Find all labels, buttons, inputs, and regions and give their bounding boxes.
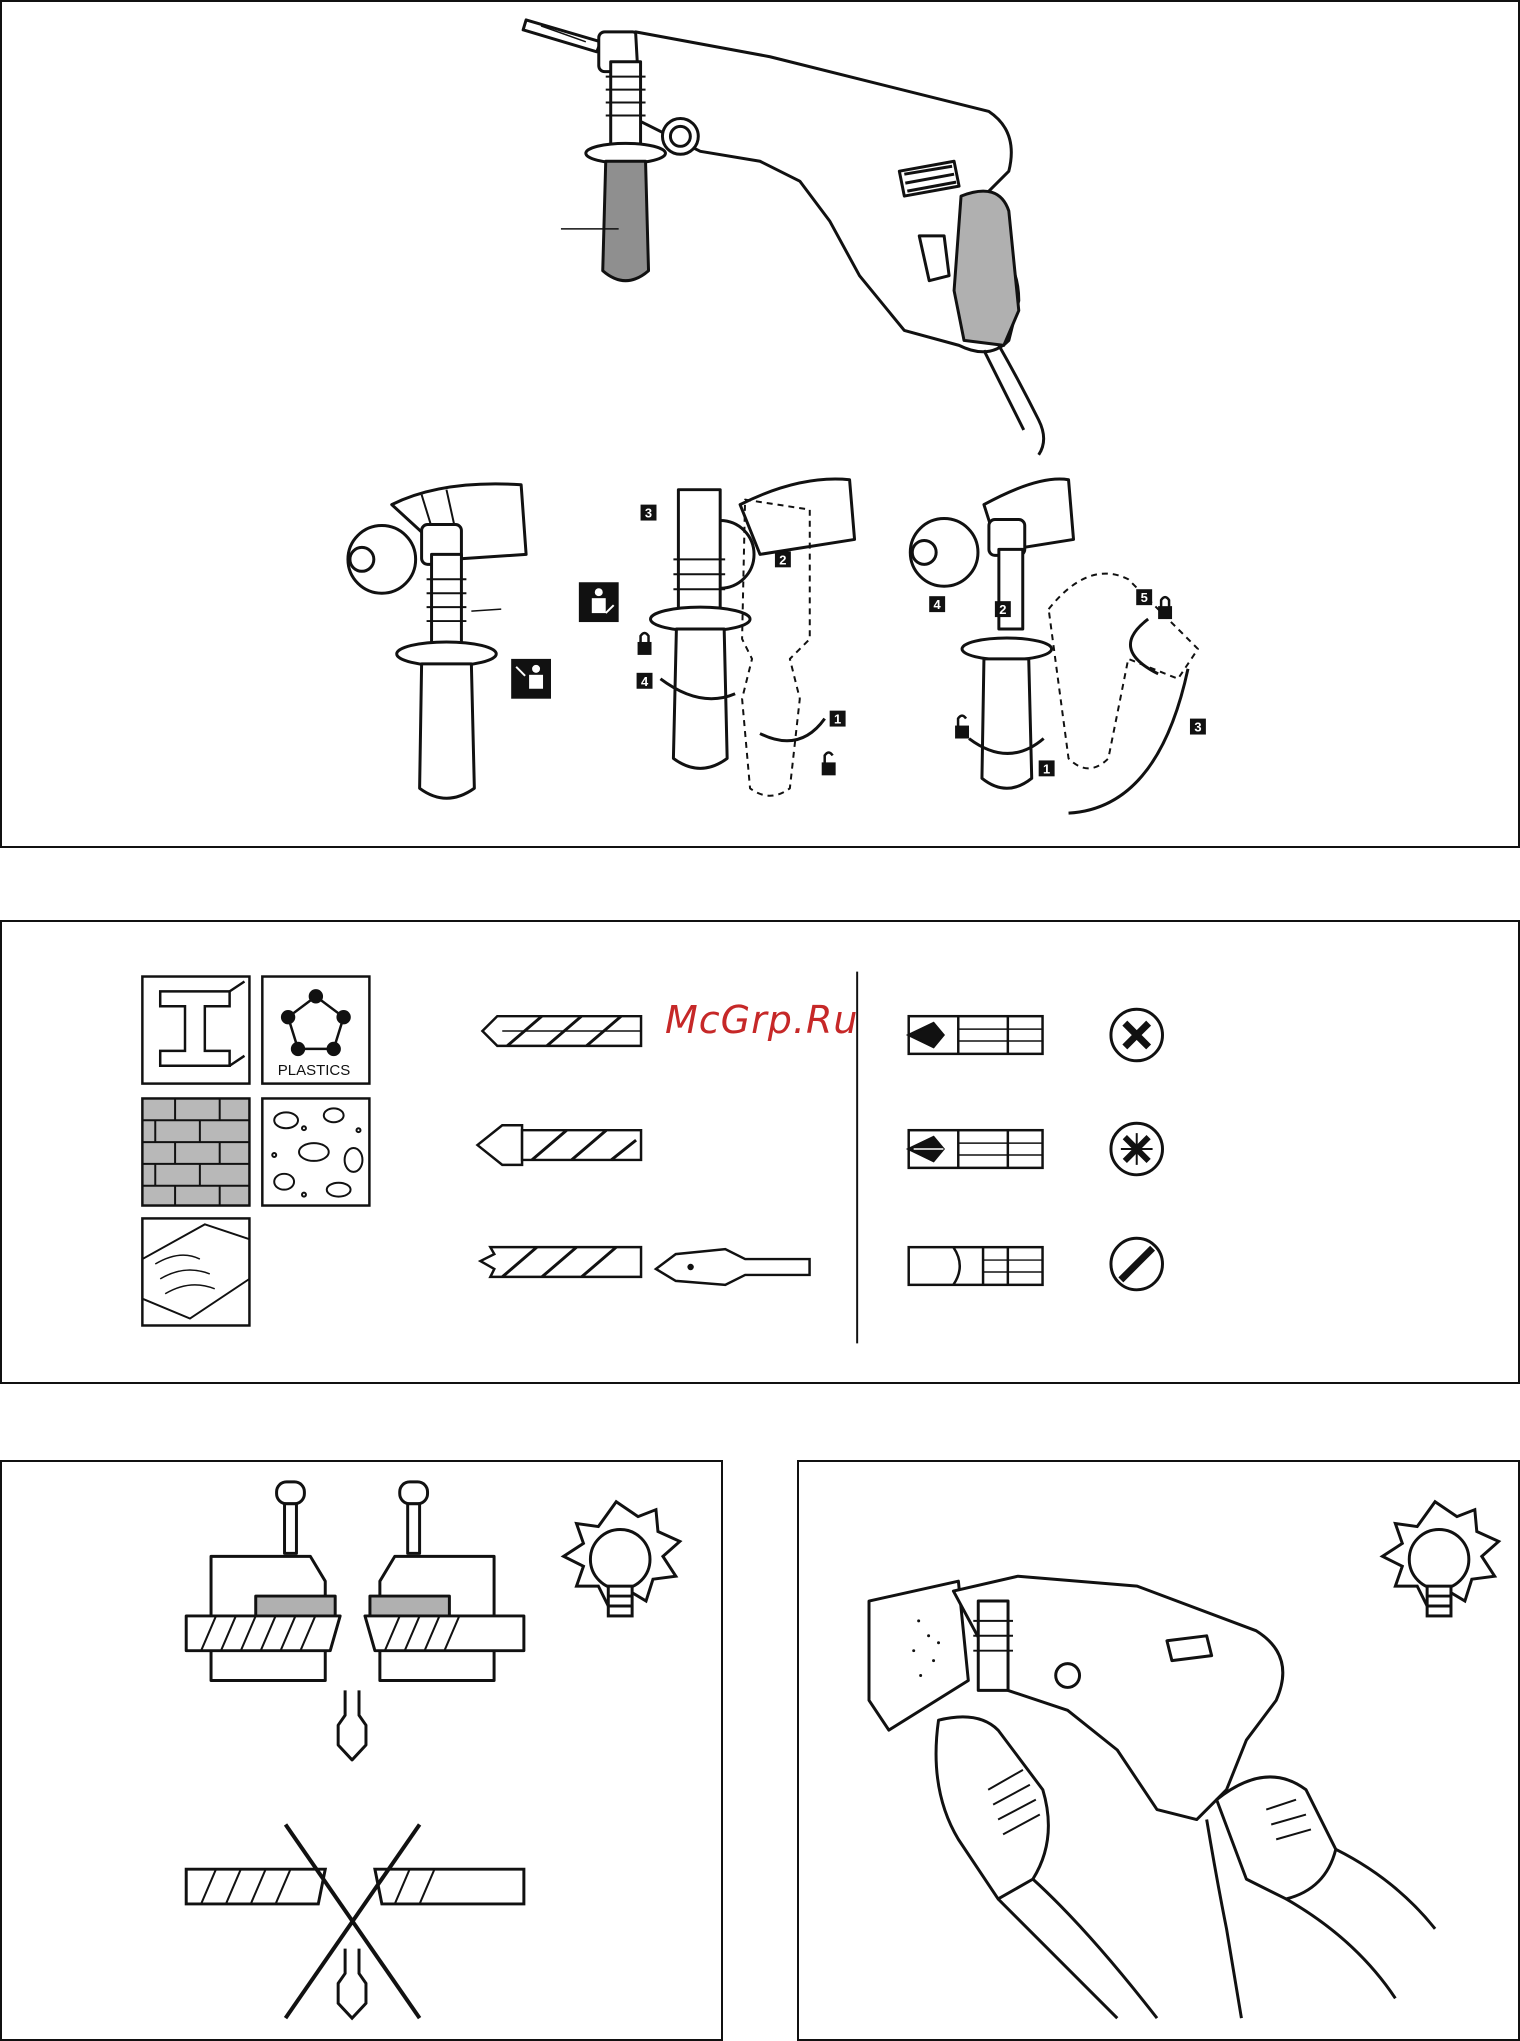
phillips-bit xyxy=(909,1016,1043,1054)
pozidriv-screw-icon xyxy=(1111,1123,1163,1175)
side-handle-figure-1 xyxy=(348,484,526,798)
materials-bits-illustration xyxy=(2,922,1518,1382)
unlock-icon xyxy=(822,752,836,775)
svg-text:4: 4 xyxy=(934,597,942,612)
drilling-illustration xyxy=(799,1462,1518,2039)
wood-drill-bit xyxy=(480,1247,641,1277)
person-icon xyxy=(579,582,619,622)
lock-icon xyxy=(638,633,652,655)
clamped-board-wrong xyxy=(186,1824,524,2018)
metal-drill-bit xyxy=(482,1016,641,1046)
svg-text:2: 2 xyxy=(999,602,1006,617)
unlock-icon xyxy=(955,716,969,739)
svg-text:1: 1 xyxy=(834,712,841,727)
concrete-material-icon xyxy=(262,1098,369,1205)
brick-material-icon xyxy=(142,1098,249,1205)
person-icon xyxy=(511,659,551,699)
svg-text:2: 2 xyxy=(779,552,786,567)
watermark: McGrp.Ru xyxy=(665,998,858,1042)
slotted-bit xyxy=(909,1247,1043,1285)
drill-illustration: 3 2 4 1 4 2 5 xyxy=(2,2,1518,846)
drilling-scene xyxy=(869,1576,1435,2018)
panel-clamping xyxy=(0,1460,723,2041)
svg-text:1: 1 xyxy=(1043,761,1050,776)
lock-icon xyxy=(1158,597,1172,619)
lightbulb-icon xyxy=(564,1502,680,1616)
steel-material-icon xyxy=(142,977,249,1084)
hammer-drill-drawing xyxy=(523,20,1044,455)
svg-text:3: 3 xyxy=(1194,720,1201,735)
panel-drill-overview: 3 2 4 1 4 2 5 xyxy=(0,0,1520,848)
svg-text:5: 5 xyxy=(1141,590,1148,605)
svg-text:4: 4 xyxy=(641,674,649,689)
wood-material-icon xyxy=(142,1218,249,1325)
svg-text:3: 3 xyxy=(645,506,652,521)
masonry-drill-bit xyxy=(477,1125,641,1165)
plastics-label: PLASTICS xyxy=(260,1062,368,1079)
slotted-screw-icon xyxy=(1111,1238,1163,1290)
spade-drill-bit xyxy=(656,1249,810,1285)
lightbulb-icon xyxy=(1382,1502,1498,1616)
phillips-screw-icon xyxy=(1111,1009,1163,1061)
clamped-board-correct xyxy=(186,1482,524,1760)
panel-materials-bits xyxy=(0,920,1520,1384)
side-handle-figure-2 xyxy=(651,479,855,796)
clamping-illustration xyxy=(2,1462,721,2039)
panel-drilling-safety xyxy=(797,1460,1520,2041)
pozidriv-bit xyxy=(909,1130,1043,1168)
